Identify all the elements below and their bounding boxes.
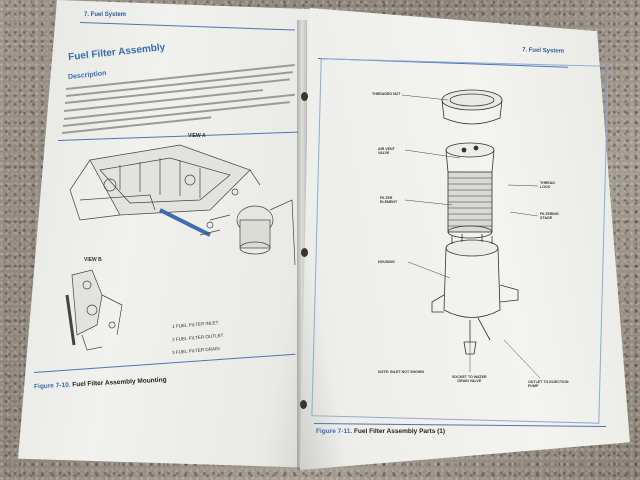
left-section-header: 7. Fuel System [84, 12, 127, 18]
callout-housing: HOUSING [378, 260, 395, 264]
callout-air-vent-valve: AIR VENT VALVE [378, 147, 395, 155]
view-b-drawing [65, 269, 123, 351]
book-spine [297, 20, 307, 470]
binder-hole [301, 248, 308, 257]
callout-outlet: OUTLET TO INJECTION PUMP [528, 380, 569, 388]
callout-note: NOTE: INLET NOT SHOWN [378, 370, 424, 374]
callout-water-drain: SOCKET TO WATER DRAIN VALVE [452, 375, 487, 383]
callout-threaded-nut: THREADED NUT [372, 92, 401, 96]
view-a-label: VIEW A [188, 133, 206, 139]
right-caption-text: Fuel Filter Assembly Parts (1) [353, 428, 446, 435]
binder-hole [301, 92, 308, 101]
callout-filter-element: FILTER ELEMENT [380, 196, 398, 204]
view-a-engine-drawing [69, 144, 296, 266]
callout-thread-lock: THREAD LOCK [540, 181, 555, 189]
right-figure-caption: Figure 7-11. Fuel Filter Assembly Parts … [316, 428, 445, 435]
filter-exploded-drawing [431, 89, 519, 355]
binder-hole [300, 400, 307, 409]
right-manual-page [300, 8, 630, 470]
callout-filtering-stage: FILTERING STAGE [540, 212, 559, 220]
right-caption-number: Figure 7-11. [316, 428, 353, 435]
view-b-label: VIEW B [84, 257, 102, 263]
